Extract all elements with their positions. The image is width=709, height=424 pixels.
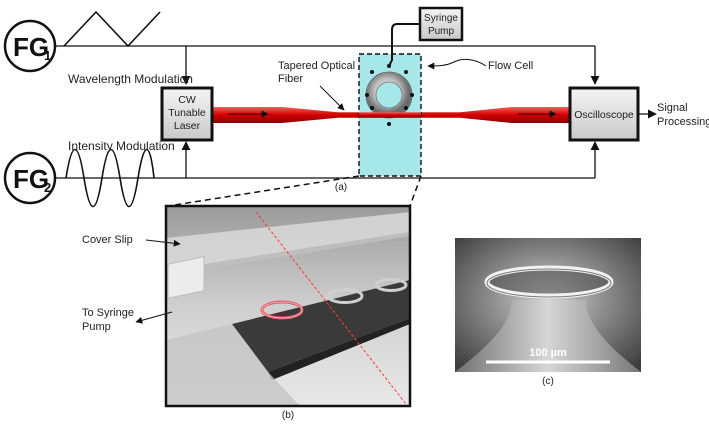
render-panel-b <box>164 204 412 408</box>
to-syringe-pump-pointer <box>135 311 173 324</box>
oscilloscope-label: Oscilloscope <box>574 109 634 121</box>
fg1-subscript: 1 <box>44 48 51 63</box>
flow-cell-pointer <box>427 58 487 70</box>
laser-beam <box>255 211 407 405</box>
syringe-tube <box>388 23 420 67</box>
microtoroid-2 <box>326 288 364 304</box>
sine-wave-icon <box>65 148 155 208</box>
tapered-fiber-line1: Tapered Optical <box>278 60 355 72</box>
chip-substrate <box>232 280 410 372</box>
cover-slip-pointer <box>145 239 181 247</box>
triangle-wave-icon <box>63 10 161 48</box>
laser-line2: Tunable <box>168 107 206 119</box>
tube-end <box>167 256 205 299</box>
fg1-label: FG <box>13 32 49 62</box>
microtoroid-3 <box>374 278 408 292</box>
signal-processing-line2: Processing <box>657 116 709 128</box>
signal-processing-line1: Signal <box>657 102 688 114</box>
cover-slip-label: Cover Slip <box>82 234 133 246</box>
caption-b: (b) <box>282 410 294 421</box>
oscilloscope-box: Oscilloscope <box>568 86 640 142</box>
laser-line3: Laser <box>174 120 201 132</box>
fg2-label: FG <box>13 164 49 194</box>
zoom-line-left <box>167 175 360 207</box>
function-generator-1: FG 1 <box>3 19 57 73</box>
cw-tunable-laser-box: CW Tunable Laser <box>160 86 214 142</box>
to-syringe-pump-line1: To Syringe <box>82 307 134 319</box>
laser-line1: CW <box>178 94 196 106</box>
wavelength-modulation-label: Wavelength Modulation <box>68 72 193 86</box>
to-syringe-pump-line2: Pump <box>82 321 111 333</box>
flow-cell-label: Flow Cell <box>488 60 533 72</box>
caption-a: (a) <box>335 182 347 193</box>
syringe-pump-box: Syringe Pump <box>418 6 464 42</box>
tapered-fiber-pointer <box>319 85 345 111</box>
scale-bar-label: 100 µm <box>529 347 567 359</box>
caption-c: (c) <box>542 376 554 387</box>
zoom-line-right <box>409 175 422 207</box>
sem-image-c: 100 µm <box>455 238 641 372</box>
function-generator-2: FG 2 <box>3 151 57 205</box>
tapered-fiber-line2: Fiber <box>278 73 303 85</box>
syringe-pump-line2: Pump <box>428 26 455 37</box>
intensity-modulation-label: Intensity Modulation <box>68 139 175 153</box>
fiber-in-cell <box>359 112 421 118</box>
syringe-pump-line1: Syringe <box>424 13 458 24</box>
fg2-subscript: 2 <box>44 180 51 195</box>
